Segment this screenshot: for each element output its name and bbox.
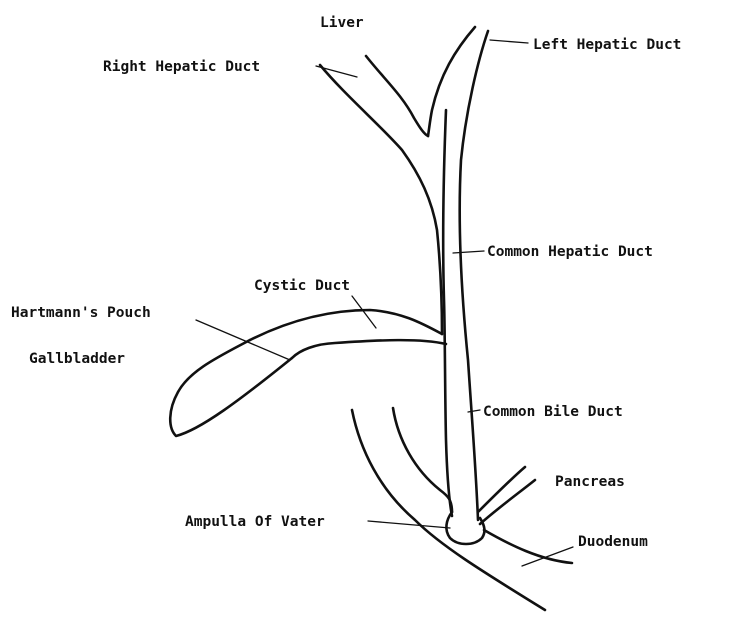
cystic-duct-upper [250,310,442,340]
label-pancreas: Pancreas [555,474,625,490]
label-left-hepatic-duct: Left Hepatic Duct [533,37,681,53]
label-liver: Liver [320,15,364,31]
label-gallbladder: Gallbladder [29,351,125,367]
duodenum-outer-wall [352,410,545,610]
left-hepatic-duct-left-wall [428,27,475,136]
duodenum-inner-wall [393,408,452,512]
leader-ampulla-of-vater [368,521,450,528]
label-right-hepatic-duct: Right Hepatic Duct [103,59,260,75]
labels: Liver Left Hepatic Duct Right Hepatic Du… [11,15,681,550]
leader-left-hepatic-duct [490,40,528,43]
cystic-duct-lower [292,340,446,358]
leader-common-hepatic-duct [453,251,484,253]
left-hepatic-duct-right-wall [460,31,488,520]
label-common-bile-duct: Common Bile Duct [483,404,623,420]
label-common-hepatic-duct: Common Hepatic Duct [487,244,653,260]
gallbladder-outline [170,340,292,436]
common-hepatic-duct-left-wall [443,110,452,516]
leader-common-bile-duct [468,410,480,412]
leader-hartmanns-pouch [196,320,290,360]
leader-cystic-duct [352,296,376,328]
label-cystic-duct: Cystic Duct [254,278,350,294]
label-ampulla-of-vater: Ampulla Of Vater [185,514,325,530]
label-hartmanns-pouch: Hartmann's Pouch [11,305,151,321]
duodenum-lower-wall [484,530,572,563]
leader-right-hepatic-duct [316,66,357,77]
label-duodenum: Duodenum [578,534,648,550]
